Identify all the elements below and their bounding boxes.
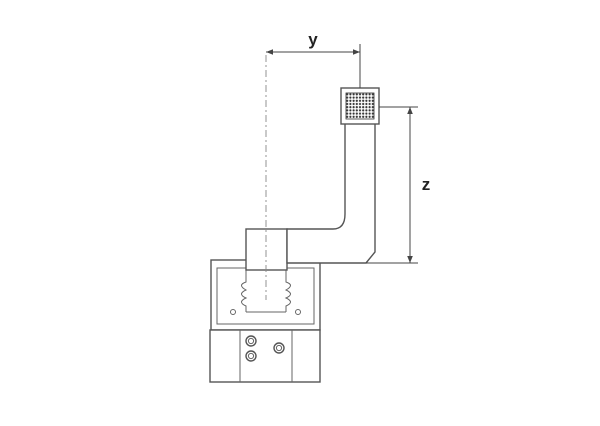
knurl-pattern xyxy=(345,92,375,120)
dimension-y: y xyxy=(266,30,361,88)
screw-middle xyxy=(245,350,257,362)
dimension-label-y: y xyxy=(308,30,318,49)
holder-base xyxy=(209,259,321,383)
pin-hole-left xyxy=(230,309,236,315)
clamp-block xyxy=(210,259,321,331)
dimension-label-z: z xyxy=(422,175,431,194)
dimension-z: z xyxy=(366,106,431,264)
tool-shank xyxy=(245,228,288,271)
bent-tool-arm xyxy=(286,121,376,264)
screw-top xyxy=(245,335,257,347)
pin-hole-right xyxy=(295,309,301,315)
screw-right xyxy=(273,342,285,354)
mounting-block xyxy=(209,329,321,383)
serration-profile xyxy=(241,270,291,313)
